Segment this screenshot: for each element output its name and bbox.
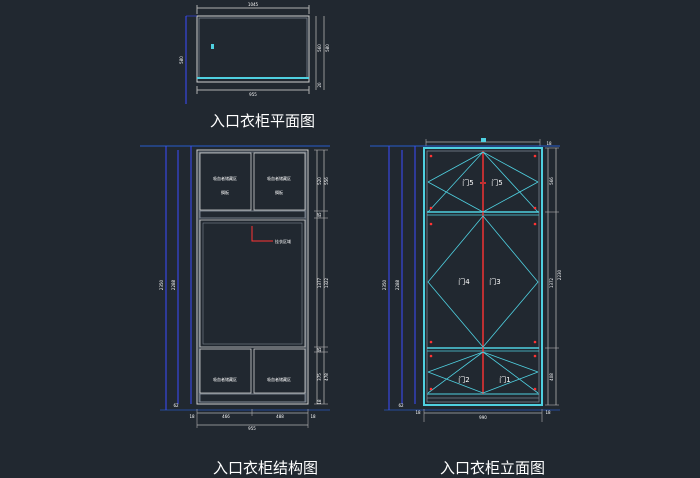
structure-dim-r0: 520 <box>317 177 322 185</box>
elevation-dim-r3: 2230 <box>557 269 562 280</box>
structure-plinth <box>199 393 306 403</box>
plan-right-c: 20 <box>317 82 322 88</box>
elevation-title: 入口衣柜立面图 <box>440 459 546 477</box>
hanging-rail-label: 挂衣区域 <box>275 238 291 244</box>
elevation-view: 18 2350 2288 62 <box>370 138 562 422</box>
structure-hanging-area <box>199 219 306 348</box>
structure-dim-r6: 375 <box>317 373 322 381</box>
plan-title: 入口衣柜平面图 <box>210 112 316 130</box>
structure-dim-r2: 45 <box>317 212 322 218</box>
structure-cell-bottom-right <box>253 348 306 394</box>
middle-door-opening-marks <box>427 215 539 348</box>
structure-width-right: 488 <box>276 414 284 419</box>
structure-width-left: 466 <box>222 414 230 419</box>
plan-outline <box>196 15 310 83</box>
structure-bottom-right-label: 吸血者储藏区 <box>267 376 291 382</box>
elevation-top-marker <box>481 138 486 142</box>
structure-dim-r7: 478 <box>324 373 329 381</box>
bottom-door-opening-marks <box>427 351 539 394</box>
structure-cell-top-right <box>253 152 306 211</box>
elevation-height-total: 2350 <box>382 279 387 290</box>
structure-outline <box>196 149 309 405</box>
structure-top-right-label: 吸血者储藏区 <box>267 175 291 181</box>
plan-right-b: 580 <box>325 44 330 52</box>
structure-top-right-sublabel: 搁板 <box>275 189 283 195</box>
structure-height-total: 2350 <box>159 279 164 290</box>
elevation-top-dim: 18 <box>546 141 552 146</box>
door-label-bottom-left: 门2 <box>458 375 469 384</box>
elevation-width-total: 990 <box>479 415 487 420</box>
top-door-opening-marks <box>427 151 539 213</box>
structure-top-left-sublabel: 搁板 <box>221 189 229 195</box>
elevation-dim-r2: 408 <box>549 373 554 381</box>
elevation-dim-r0: 566 <box>549 177 554 185</box>
structure-height-base: 62 <box>173 403 179 408</box>
plan-bottom-width: 955 <box>249 92 257 97</box>
elevation-edge-left: 18 <box>415 410 421 415</box>
door-handle-dots <box>429 154 537 391</box>
plan-right-a: 560 <box>317 44 322 52</box>
elevation-height-inner: 2288 <box>395 279 400 290</box>
elevation-dim-r1: 1372 <box>549 277 554 288</box>
door-label-middle-right: 门3 <box>489 277 500 286</box>
structure-cell-bottom-left <box>199 348 252 394</box>
structure-shelf-top <box>199 210 306 219</box>
elevation-edge-right: 18 <box>545 410 551 415</box>
door-label-middle-left: 门4 <box>458 277 470 286</box>
structure-height-inner: 2288 <box>171 279 176 290</box>
door-label-top-left: 门5 <box>462 178 473 187</box>
structure-title: 入口衣柜结构图 <box>213 459 319 477</box>
structure-dim-r4: 1322 <box>324 277 329 288</box>
structure-dim-r1: 556 <box>324 177 329 185</box>
door-label-top-right: 门5 <box>491 178 502 187</box>
elevation-outline <box>423 147 543 406</box>
structure-edge-right: 18 <box>310 414 316 419</box>
structure-edge-left: 18 <box>189 414 195 419</box>
structure-view: 2350 2288 62 吸血者储藏区 搁板 吸血者储藏区 搁板 吸血者储藏区 … <box>140 145 330 431</box>
elevation-height-base: 62 <box>398 403 404 408</box>
structure-dim-r3: 1377 <box>317 277 322 288</box>
structure-dim-r8: 18 <box>317 399 322 405</box>
structure-width-total: 955 <box>248 426 256 431</box>
door-label-bottom-right: 门1 <box>499 375 510 384</box>
plan-top-width: 1045 <box>248 2 259 7</box>
structure-bottom-left-label: 吸血者储藏区 <box>213 376 237 382</box>
plan-left-height: 580 <box>179 56 184 64</box>
plan-view: 1045 580 560 580 20 955 <box>179 2 330 104</box>
structure-top-left-label: 吸血者储藏区 <box>213 175 237 181</box>
plan-hinge-marker <box>211 44 214 49</box>
hanging-rail-leader <box>251 226 273 242</box>
structure-dim-r5: 45 <box>317 347 322 353</box>
structure-cell-top-left <box>199 152 252 211</box>
